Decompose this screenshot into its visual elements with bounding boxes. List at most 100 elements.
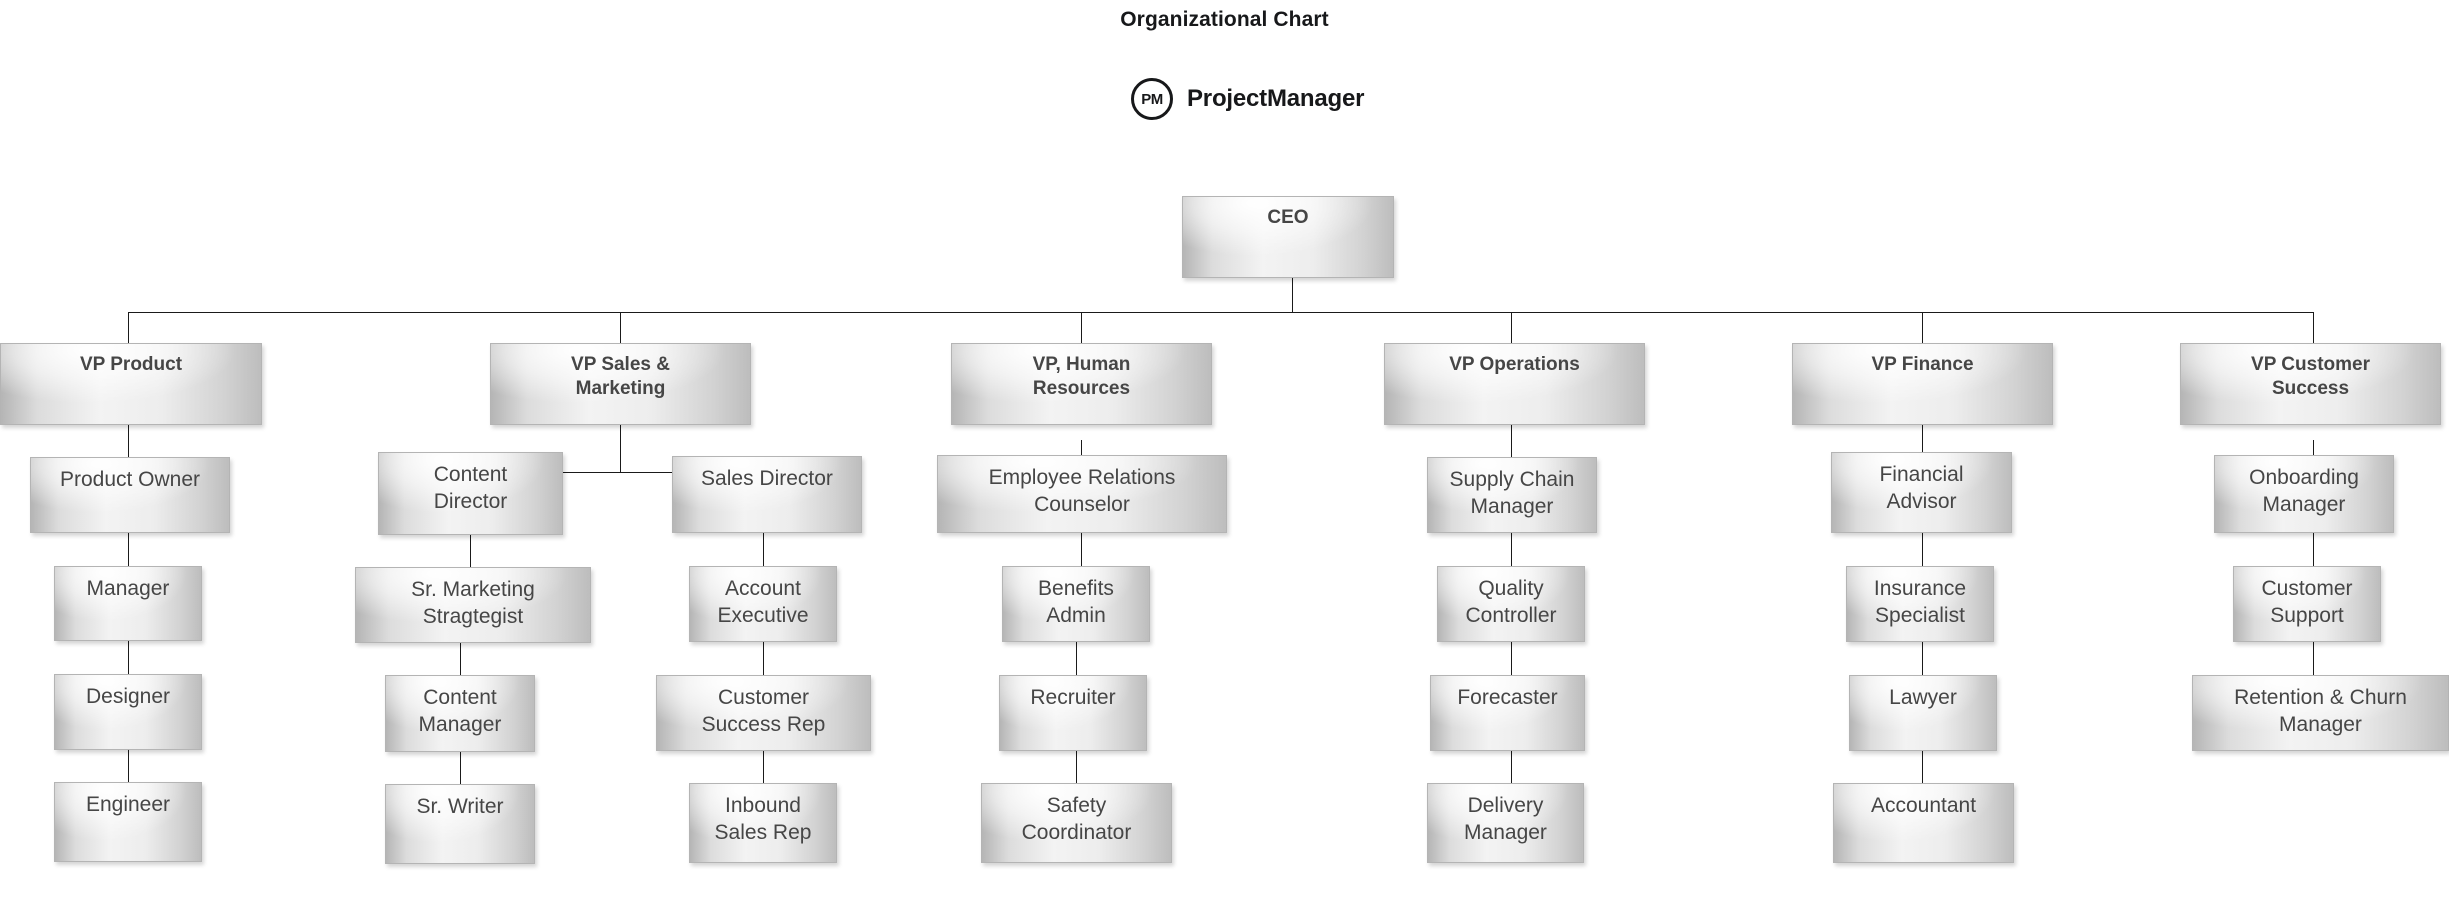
connector-drop-vp-product [128, 312, 129, 344]
connector-csrep-inboundrep [763, 751, 764, 783]
connector-employeerelations-benefits [1081, 533, 1082, 566]
connector-drop-vp-sales [620, 312, 621, 344]
node-inbound-sales-rep[interactable]: Inbound Sales Rep [689, 783, 837, 863]
connector-recruiter-safety [1076, 751, 1077, 783]
node-engineer[interactable]: Engineer [54, 782, 202, 862]
connector-advisor-insurance [1922, 533, 1923, 566]
node-label: Lawyer [1889, 686, 1957, 709]
node-onboarding-manager[interactable]: Onboarding Manager [2214, 455, 2394, 533]
connector-manager-designer [128, 641, 129, 674]
node-vp-operations[interactable]: VP Operations [1384, 343, 1645, 425]
connector-benefits-recruiter [1076, 642, 1077, 675]
node-label: Benefits Admin [1038, 577, 1114, 627]
node-label: Onboarding Manager [2249, 466, 2359, 516]
connector-drop-vp-hr [1081, 312, 1082, 344]
connector-salesdirector-accountexec [763, 533, 764, 566]
node-account-executive[interactable]: Account Executive [689, 566, 837, 642]
connector-forecaster-delivery [1511, 751, 1512, 783]
node-label: Customer Support [2261, 577, 2353, 627]
connector-drop-vp-ops [1511, 312, 1512, 344]
node-label: Retention & Churn Manager [2234, 686, 2407, 736]
node-label: VP Product [79, 354, 183, 375]
connector-support-retention [2313, 642, 2314, 675]
node-ceo[interactable]: CEO [1182, 196, 1394, 278]
node-label: Engineer [85, 793, 171, 816]
node-label: Account Executive [717, 577, 809, 627]
node-label: VP Sales & Marketing [571, 354, 670, 400]
connector-vpsales-split-stem [620, 425, 621, 472]
connector-drop-vp-finance [1922, 312, 1923, 344]
node-label: Sr. Writer [416, 795, 504, 818]
node-product-owner[interactable]: Product Owner [30, 457, 230, 533]
brand-lockup: PM ProjectManager [1131, 78, 1364, 120]
connector-onboarding-support [2313, 533, 2314, 566]
node-delivery-manager[interactable]: Delivery Manager [1427, 783, 1584, 863]
node-label: Sales Director [701, 467, 833, 490]
node-sr-marketing-strategist[interactable]: Sr. Marketing Stragtegist [355, 567, 591, 643]
node-retention-churn-manager[interactable]: Retention & Churn Manager [2192, 675, 2449, 751]
node-label: Content Manager [418, 686, 502, 736]
connector-quality-forecaster [1511, 642, 1512, 675]
node-manager[interactable]: Manager [54, 566, 202, 641]
connector-supplychain-quality [1511, 533, 1512, 566]
node-label: Sr. Marketing Stragtegist [411, 578, 535, 628]
node-forecaster[interactable]: Forecaster [1430, 675, 1585, 751]
node-content-director[interactable]: Content Director [378, 452, 563, 535]
node-label: VP Operations [1449, 354, 1580, 375]
node-label: Manager [86, 577, 170, 600]
node-label: VP, Human Resources [1032, 354, 1131, 400]
brand-name: ProjectManager [1187, 85, 1365, 112]
node-sales-director[interactable]: Sales Director [672, 456, 862, 533]
connector-vpops-supplychain [1511, 425, 1512, 457]
node-vp-product[interactable]: VP Product [0, 343, 262, 425]
node-sr-writer[interactable]: Sr. Writer [385, 784, 535, 864]
node-label: VP Customer Success [2251, 354, 2370, 400]
project-manager-logo-icon: PM [1131, 78, 1173, 120]
node-supply-chain-manager[interactable]: Supply Chain Manager [1427, 457, 1597, 533]
connector-vpcs-onboarding [2313, 440, 2314, 457]
node-customer-success-rep[interactable]: Customer Success Rep [656, 675, 871, 751]
node-label: Customer Success Rep [701, 686, 826, 736]
connector-drop-vp-cs [2313, 312, 2314, 344]
node-label: Employee Relations Counselor [988, 466, 1176, 516]
node-label: VP Finance [1871, 354, 1974, 375]
node-label: Forecaster [1457, 686, 1558, 709]
page-title: Organizational Chart [1120, 8, 1329, 31]
connector-designer-engineer [128, 750, 129, 782]
connector-srmarketing-contentmanager [460, 643, 461, 675]
node-recruiter[interactable]: Recruiter [999, 675, 1147, 751]
node-designer[interactable]: Designer [54, 674, 202, 750]
node-benefits-admin[interactable]: Benefits Admin [1002, 566, 1150, 642]
node-label: Recruiter [1030, 686, 1116, 709]
node-label: Delivery Manager [1464, 794, 1547, 844]
connector-contentmanager-srwriter [460, 752, 461, 784]
connector-vphr-employeerelations [1081, 440, 1082, 457]
node-employee-relations-counselor[interactable]: Employee Relations Counselor [937, 455, 1227, 533]
node-label: Supply Chain Manager [1449, 468, 1575, 518]
node-vp-human-resources[interactable]: VP, Human Resources [951, 343, 1212, 425]
node-vp-customer-success[interactable]: VP Customer Success [2180, 343, 2441, 425]
node-quality-controller[interactable]: Quality Controller [1437, 566, 1585, 642]
connector-vp-bus [128, 312, 2313, 313]
node-insurance-specialist[interactable]: Insurance Specialist [1846, 566, 1994, 642]
connector-vpproduct-productowner [128, 425, 129, 457]
node-customer-support[interactable]: Customer Support [2233, 566, 2381, 642]
node-vp-finance[interactable]: VP Finance [1792, 343, 2053, 425]
connector-productowner-manager [128, 533, 129, 566]
node-financial-advisor[interactable]: Financial Advisor [1831, 452, 2012, 533]
node-label: Accountant [1870, 794, 1977, 817]
node-label: Quality Controller [1465, 577, 1557, 627]
node-label: Product Owner [59, 468, 201, 491]
node-label: Inbound Sales Rep [714, 794, 812, 844]
connector-accountexec-csrep [763, 642, 764, 675]
node-label: Safety Coordinator [1021, 794, 1132, 844]
connector-insurance-lawyer [1922, 642, 1923, 675]
node-accountant[interactable]: Accountant [1833, 783, 2014, 863]
node-label: Insurance Specialist [1873, 577, 1967, 627]
node-vp-sales-marketing[interactable]: VP Sales & Marketing [490, 343, 751, 425]
node-safety-coordinator[interactable]: Safety Coordinator [981, 783, 1172, 863]
connector-lawyer-accountant [1922, 751, 1923, 783]
node-lawyer[interactable]: Lawyer [1849, 675, 1997, 751]
node-content-manager[interactable]: Content Manager [385, 675, 535, 752]
